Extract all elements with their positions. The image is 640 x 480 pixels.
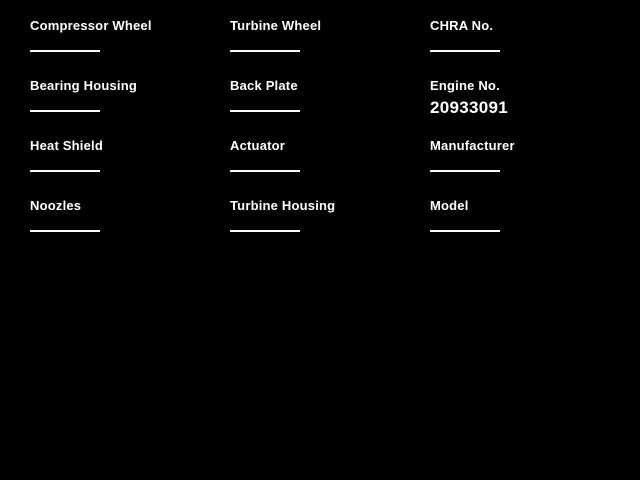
input-line-chra-no[interactable] — [430, 50, 500, 52]
input-line-bearing-housing[interactable] — [30, 110, 100, 112]
field-label-manufacturer: Manufacturer — [430, 138, 515, 153]
field-label-engine-no: Engine No. — [430, 78, 500, 93]
field-label-model: Model — [430, 198, 469, 213]
field-label-actuator: Actuator — [230, 138, 286, 153]
field-label-compressor-wheel: Compressor Wheel — [30, 18, 152, 33]
field-label-heat-shield: Heat Shield — [30, 138, 103, 153]
field-label-bearing-housing: Bearing Housing — [30, 78, 138, 93]
input-line-turbine-wheel[interactable] — [230, 50, 300, 52]
input-line-back-plate[interactable] — [230, 110, 300, 112]
field-label-turbine-wheel: Turbine Wheel — [230, 18, 322, 33]
input-line-noozles[interactable] — [30, 230, 100, 232]
input-line-model[interactable] — [430, 230, 500, 232]
input-line-actuator[interactable] — [230, 170, 300, 172]
field-turbine-wheel: Turbine Wheel — [230, 18, 430, 78]
field-value-engine-no: 20933091 — [430, 98, 509, 117]
field-bearing-housing: Bearing Housing — [30, 78, 230, 138]
field-compressor-wheel: Compressor Wheel — [30, 18, 230, 78]
input-line-compressor-wheel[interactable] — [30, 50, 100, 52]
field-chra-no: CHRA No. — [430, 18, 630, 78]
field-manufacturer: Manufacturer — [430, 138, 630, 198]
input-line-manufacturer[interactable] — [430, 170, 500, 172]
input-line-turbine-housing[interactable] — [230, 230, 300, 232]
field-label-chra-no: CHRA No. — [430, 18, 494, 33]
field-label-noozles: Noozles — [30, 198, 82, 213]
field-back-plate: Back Plate — [230, 78, 430, 138]
input-line-heat-shield[interactable] — [30, 170, 100, 172]
field-heat-shield: Heat Shield — [30, 138, 230, 198]
field-noozles: Noozles — [30, 198, 230, 258]
field-engine-no: Engine No. 20933091 — [430, 78, 630, 138]
field-model: Model — [430, 198, 630, 258]
field-label-turbine-housing: Turbine Housing — [230, 198, 336, 213]
field-turbine-housing: Turbine Housing — [230, 198, 430, 258]
turbo-inspection-form: Compressor Wheel Turbine Wheel CHRA No. … — [30, 18, 630, 258]
field-actuator: Actuator — [230, 138, 430, 198]
field-label-back-plate: Back Plate — [230, 78, 298, 93]
